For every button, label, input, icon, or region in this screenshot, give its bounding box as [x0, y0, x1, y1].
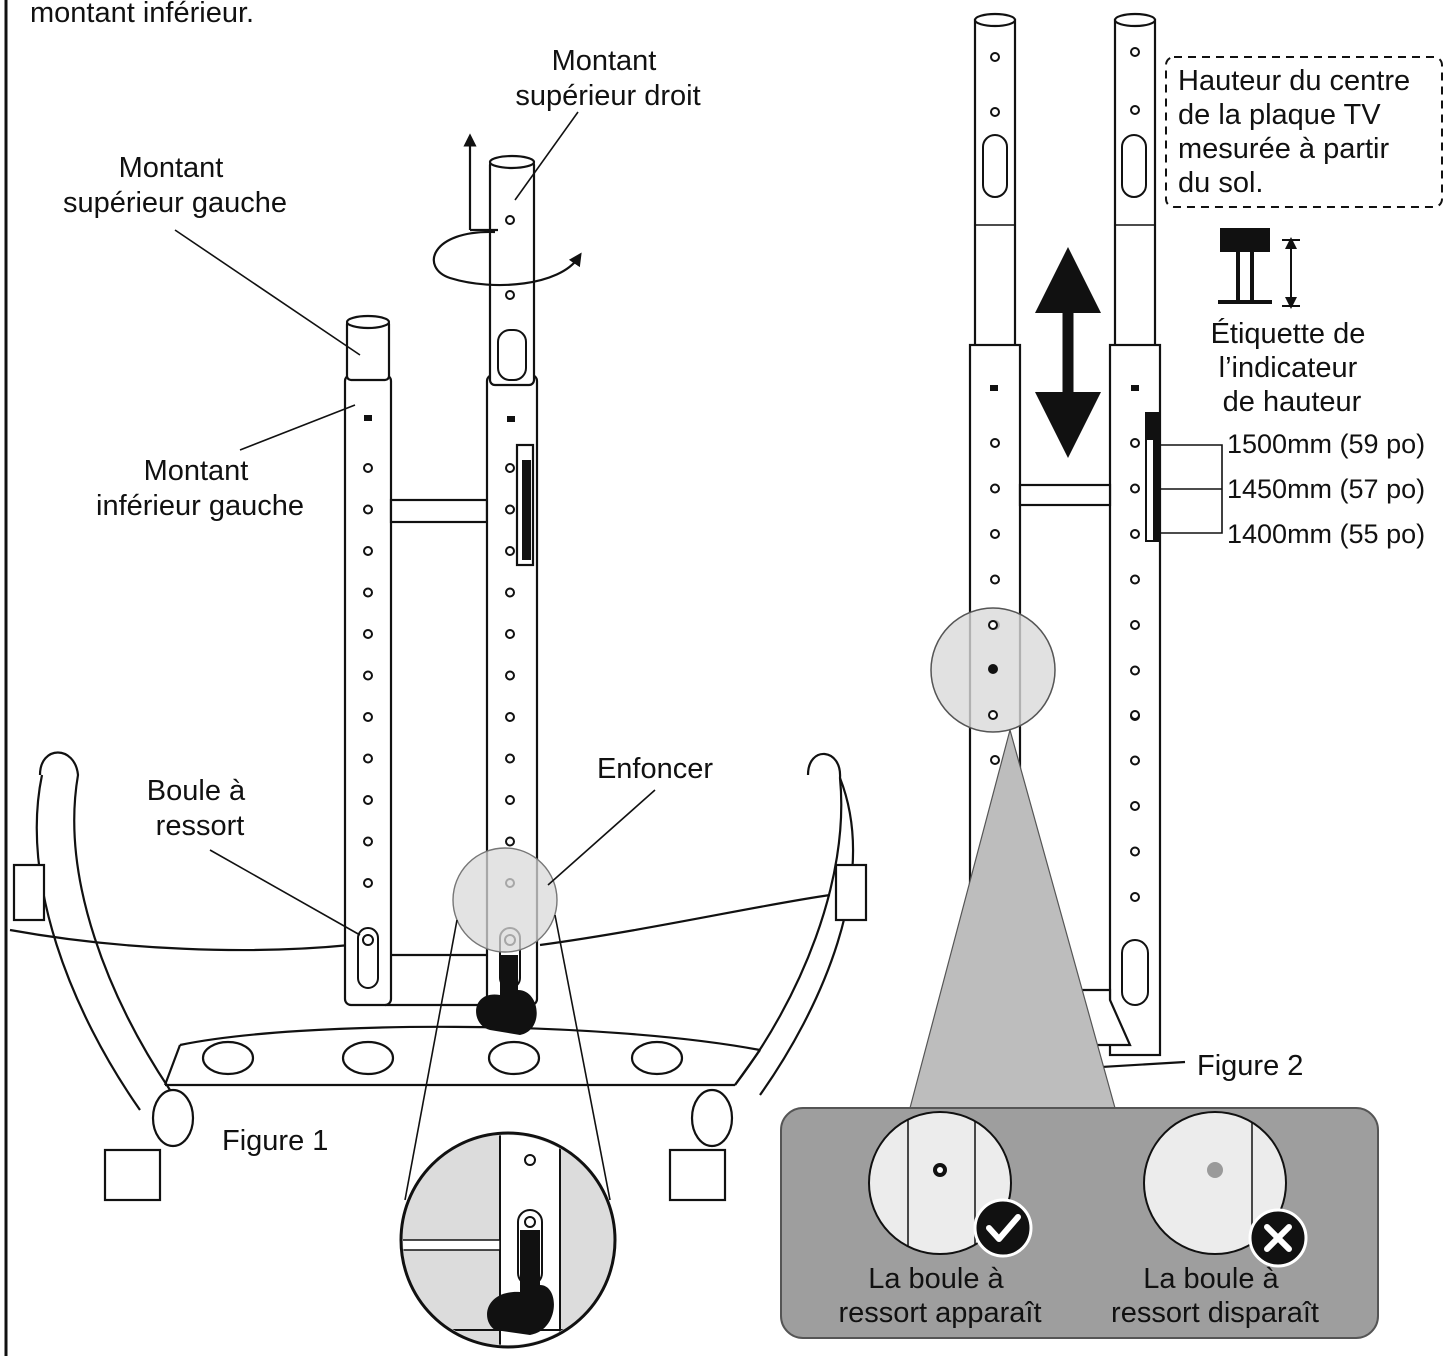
- figure-1: Montant supérieur droit Montant supérieu…: [9, 45, 868, 1349]
- post-hole: [363, 463, 373, 473]
- post-hole: [505, 504, 515, 515]
- label-spring-ball: Boule à ressort: [147, 775, 253, 842]
- post-connector: [389, 498, 489, 524]
- tv-stand-height-icon: [1218, 228, 1300, 309]
- finger-press-icon: [476, 955, 537, 1035]
- tv-plate-height-note: [1165, 56, 1443, 208]
- cross-icon: [1248, 1208, 1308, 1268]
- post-hole: [363, 795, 373, 805]
- post-hole: [363, 546, 373, 556]
- height-1400: 1400mm (55 po): [1227, 519, 1425, 549]
- post-hole: [505, 670, 515, 681]
- post-hole: [363, 712, 373, 722]
- post-hole: [505, 795, 515, 805]
- label-upper-left-post: Montant supérieur gauche: [63, 152, 287, 219]
- post-hole: [990, 574, 1000, 585]
- post-hole: [1130, 710, 1140, 720]
- post-hole: [1130, 620, 1140, 630]
- post-hole: [505, 712, 515, 722]
- post-hole: [363, 878, 373, 888]
- caster-left: [151, 1088, 195, 1148]
- post-hole: [1130, 438, 1140, 448]
- magnifier-small: [452, 847, 558, 953]
- post-hole: [1130, 801, 1140, 811]
- zoom-detail: [399, 1131, 617, 1349]
- post-hole: [363, 670, 373, 681]
- post-hole: [1130, 892, 1140, 902]
- height-indicator-label: Étiquette de l’indicateur de hauteur: [1211, 317, 1374, 418]
- rotate-arrow-icon: [432, 230, 582, 287]
- post-hole: [1130, 574, 1140, 585]
- post-hole: [990, 438, 1000, 448]
- bad-caption: La boule à ressort disparaît: [1111, 1263, 1319, 1329]
- ok-caption: La boule à ressort apparaît: [838, 1263, 1041, 1329]
- post-hole: [1130, 483, 1140, 494]
- note-box-text: Hauteur du centre de la plaque TV mesuré…: [1178, 65, 1418, 199]
- post-hole: [363, 629, 373, 639]
- caster-rear-right: [834, 863, 868, 922]
- check-icon: [973, 1198, 1033, 1258]
- post-hole: [505, 587, 515, 598]
- post-hole: [1130, 665, 1140, 676]
- post-hole: [1130, 755, 1140, 766]
- zoom-cone: [909, 727, 1116, 1109]
- post-hole: [990, 483, 1000, 494]
- post-hole: [363, 504, 373, 515]
- left-leg: [38, 751, 171, 1091]
- post-hole: [363, 753, 373, 764]
- label-upper-right-post: Montant supérieur droit: [515, 45, 700, 112]
- fig2-connector: [1018, 483, 1112, 507]
- base-crossbar: [179, 1025, 761, 1052]
- post-hole: [505, 629, 515, 639]
- height-1500: 1500mm (59 po): [1227, 429, 1425, 459]
- post-hole: [990, 529, 1000, 539]
- label-press-in: Enfoncer: [597, 753, 713, 785]
- caster-right: [690, 1088, 734, 1148]
- right-leg: [734, 752, 843, 1086]
- label-lower-left-post: Montant inférieur gauche: [96, 455, 304, 522]
- post-hole: [990, 755, 1000, 765]
- post-hole: [1130, 529, 1140, 539]
- post-hole: [505, 836, 515, 847]
- caster-rear-left: [12, 863, 46, 922]
- height-1450: 1450mm (57 po): [1227, 474, 1425, 504]
- post-hole: [505, 463, 515, 473]
- post-hole: [1130, 846, 1140, 857]
- figure-2-caption: Figure 2: [1197, 1050, 1303, 1082]
- figure-1-caption: Figure 1: [222, 1125, 328, 1157]
- post-hole: [363, 836, 373, 847]
- result-panel: La boule à ressort apparaît La boule à r…: [780, 1107, 1379, 1339]
- post-hole: [363, 587, 373, 598]
- post-hole: [505, 753, 515, 764]
- figure-2: Hauteur du centre de la plaque TV mesuré…: [909, 12, 1443, 1109]
- post-hole: [505, 546, 515, 556]
- intro-text: montant inférieur.: [30, 0, 254, 29]
